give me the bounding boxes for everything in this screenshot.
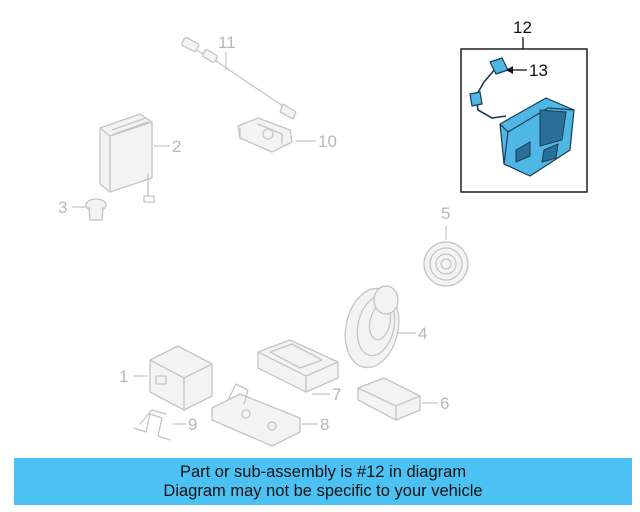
callout-3: 3	[58, 198, 67, 217]
callout-4: 4	[418, 324, 427, 343]
part-10-antenna-module[interactable]	[237, 117, 293, 153]
callout-7: 7	[332, 385, 341, 404]
callout-13: 13	[529, 61, 548, 80]
callout-12: 12	[513, 18, 532, 37]
part-9-bracket[interactable]	[133, 409, 171, 441]
parts-diagram: 11 10 2 3 5 4	[58, 18, 588, 447]
callout-1: 1	[119, 367, 128, 386]
part-5-speaker[interactable]	[423, 241, 469, 287]
callout-5: 5	[441, 204, 450, 223]
callout-8: 8	[320, 415, 329, 434]
callout-10: 10	[318, 132, 337, 151]
part-2-control-module[interactable]	[99, 113, 155, 203]
callout-9: 9	[188, 415, 197, 434]
callout-11: 11	[218, 33, 236, 52]
info-banner: Part or sub-assembly is #12 in diagram D…	[14, 458, 632, 505]
part-13-connector-harness[interactable]	[469, 57, 509, 119]
leader-13-arrow	[506, 66, 513, 74]
callout-2: 2	[172, 137, 181, 156]
banner-line-1: Part or sub-assembly is #12 in diagram	[179, 462, 467, 481]
part-12-module-assembly[interactable]	[499, 97, 575, 177]
part-6-module-box[interactable]	[357, 377, 421, 421]
banner-line-2: Diagram may not be specific to your vehi…	[163, 481, 483, 500]
part-12-highlight-frame	[460, 48, 588, 193]
callout-6: 6	[440, 394, 449, 413]
part-7-display-unit[interactable]	[257, 339, 339, 393]
part-4-speaker[interactable]	[338, 283, 405, 372]
part-11-antenna-cable[interactable]	[181, 36, 297, 120]
part-1-module[interactable]	[149, 345, 213, 411]
part-3-clip[interactable]	[85, 198, 107, 221]
part-8-mount-bracket[interactable]	[211, 383, 301, 447]
